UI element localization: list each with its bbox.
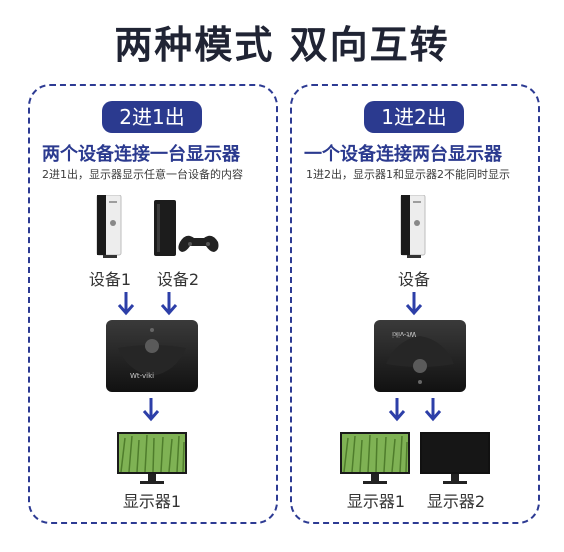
- arrow-down-icon: [117, 292, 135, 316]
- device-label: 设备: [397, 270, 430, 289]
- left-mode-panel: [28, 84, 278, 524]
- monitor-icon: [117, 432, 187, 484]
- switch-brand-logo: Wt-viki: [392, 330, 417, 338]
- left-mode-badge: 2进1出: [102, 101, 202, 133]
- right-panel-heading: 一个设备连接两台显示器: [304, 144, 502, 165]
- monitor1-label: 显示器1: [346, 492, 406, 511]
- left-panel-description: 2进1出，显示器显示任意一台设备的内容: [42, 168, 243, 181]
- arrow-down-icon: [405, 292, 423, 316]
- right-panel-description: 1进2出，显示器1和显示器2不能同时显示: [306, 168, 510, 181]
- monitor1-label: 显示器1: [122, 492, 182, 511]
- right-mode-panel: [290, 84, 540, 524]
- monitor-icon: [340, 432, 410, 484]
- device1-label: 设备1: [88, 270, 132, 289]
- kvm-switch-icon: [374, 320, 466, 392]
- monitor2-label: 显示器2: [426, 492, 486, 511]
- pc-tower-icon: [400, 195, 426, 258]
- device2-label: 设备2: [156, 270, 200, 289]
- switch-brand-logo: Wt-viki: [130, 372, 155, 380]
- arrow-down-icon: [388, 398, 406, 422]
- arrow-down-icon: [160, 292, 178, 316]
- right-mode-badge: 1进2出: [364, 101, 464, 133]
- pc-tower-icon: [96, 195, 122, 258]
- kvm-switch-icon: [106, 320, 198, 392]
- arrow-down-icon: [424, 398, 442, 422]
- arrow-down-icon: [142, 398, 160, 422]
- main-title: 两种模式 双向互转: [114, 23, 450, 67]
- monitor-off-icon: [420, 432, 490, 484]
- game-console-icon: [154, 200, 219, 256]
- left-panel-heading: 两个设备连接一台显示器: [42, 144, 240, 165]
